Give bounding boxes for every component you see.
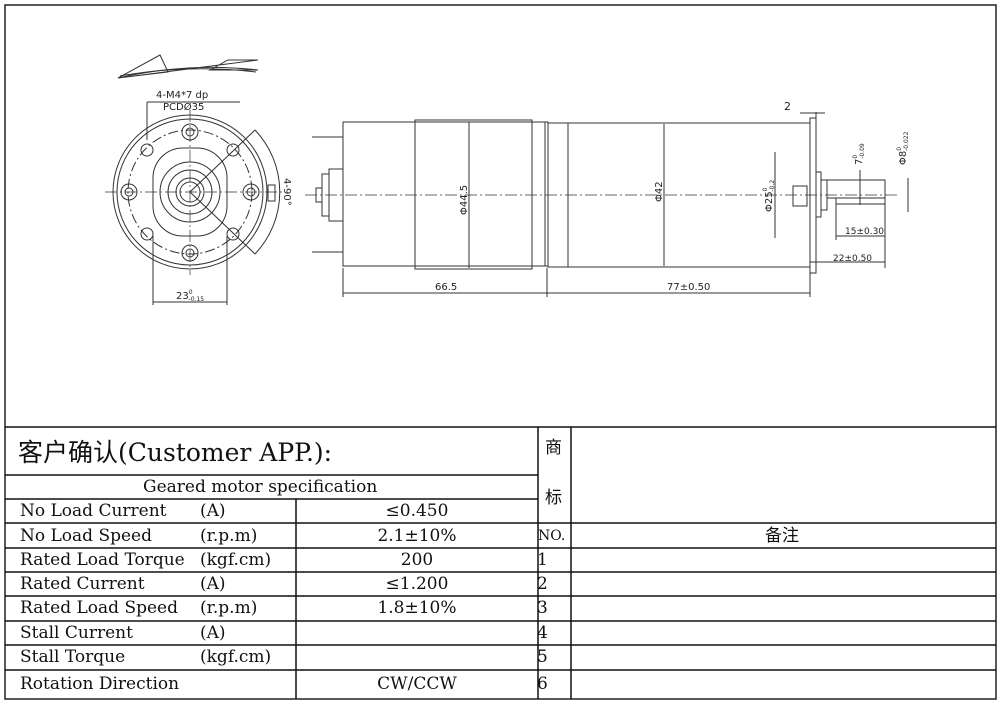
front-view (105, 54, 285, 305)
spec-name: Rated Load Speed (20, 598, 178, 618)
gearbox-diameter: Φ44.5 (459, 185, 470, 215)
shaft-diameter: Φ80-0.022 (896, 131, 910, 165)
trademark-label-1: 商 (545, 438, 562, 458)
spec-value: ≤1.200 (385, 574, 449, 594)
boss-diameter: Φ250-0.2 (762, 180, 776, 212)
spec-unit: (r.p.m) (200, 526, 258, 546)
spec-name: Rated Current (20, 574, 145, 594)
spec-unit: (A) (200, 623, 226, 643)
spec-value: CW/CCW (377, 674, 457, 694)
spec-value: 1.8±10% (377, 598, 457, 618)
spec-name: Stall Torque (20, 647, 126, 667)
width-dimension: 230-0.15 (176, 289, 204, 303)
customer-approval-label: 客户确认(Customer APP.): (18, 438, 333, 467)
side-view (305, 112, 909, 297)
spec-unit: (kgf.cm) (200, 647, 272, 667)
gearbox-length: 66.5 (435, 282, 457, 293)
flat-dimension: 70-0.09 (852, 143, 866, 165)
spec-name: Stall Current (20, 623, 133, 643)
no-header: NO. (538, 528, 566, 544)
trademark-label-2: 标 (545, 488, 562, 508)
spec-name: Rated Load Torque (20, 550, 185, 570)
pcd-callout: PCDØ35 (163, 101, 204, 113)
spec-value: 200 (400, 550, 434, 570)
note-number: 3 (537, 598, 548, 618)
flat-length: 15±0.30 (845, 227, 884, 237)
angle-callout: 4-90° (281, 178, 292, 206)
note-number: 6 (537, 674, 548, 694)
note-number: 1 (537, 550, 548, 570)
flange-thickness: 2 (784, 100, 791, 113)
motor-length: 77±0.50 (667, 282, 710, 293)
spec-name: No Load Speed (20, 526, 152, 546)
spec-unit: (A) (200, 574, 226, 594)
spec-unit: (A) (200, 501, 226, 521)
shaft-length: 22±0.50 (833, 254, 872, 264)
note-number: 2 (537, 574, 548, 594)
motor-diameter: Φ42 (654, 181, 665, 202)
title-block-grid (5, 426, 996, 699)
note-number: 5 (537, 647, 548, 667)
spec-unit: (r.p.m) (200, 598, 258, 618)
spec-title: Geared motor specification (143, 477, 378, 497)
remarks-header: 备注 (765, 526, 799, 546)
spec-name: Rotation Direction (20, 674, 180, 694)
sheet-border (4, 4, 997, 700)
hole-callout: 4-M4*7 dp (156, 90, 208, 101)
spec-value: 2.1±10% (377, 526, 457, 546)
spec-value: ≤0.450 (385, 501, 449, 521)
spec-unit: (kgf.cm) (200, 550, 272, 570)
spec-name: No Load Current (20, 501, 167, 521)
note-number: 4 (537, 623, 548, 643)
